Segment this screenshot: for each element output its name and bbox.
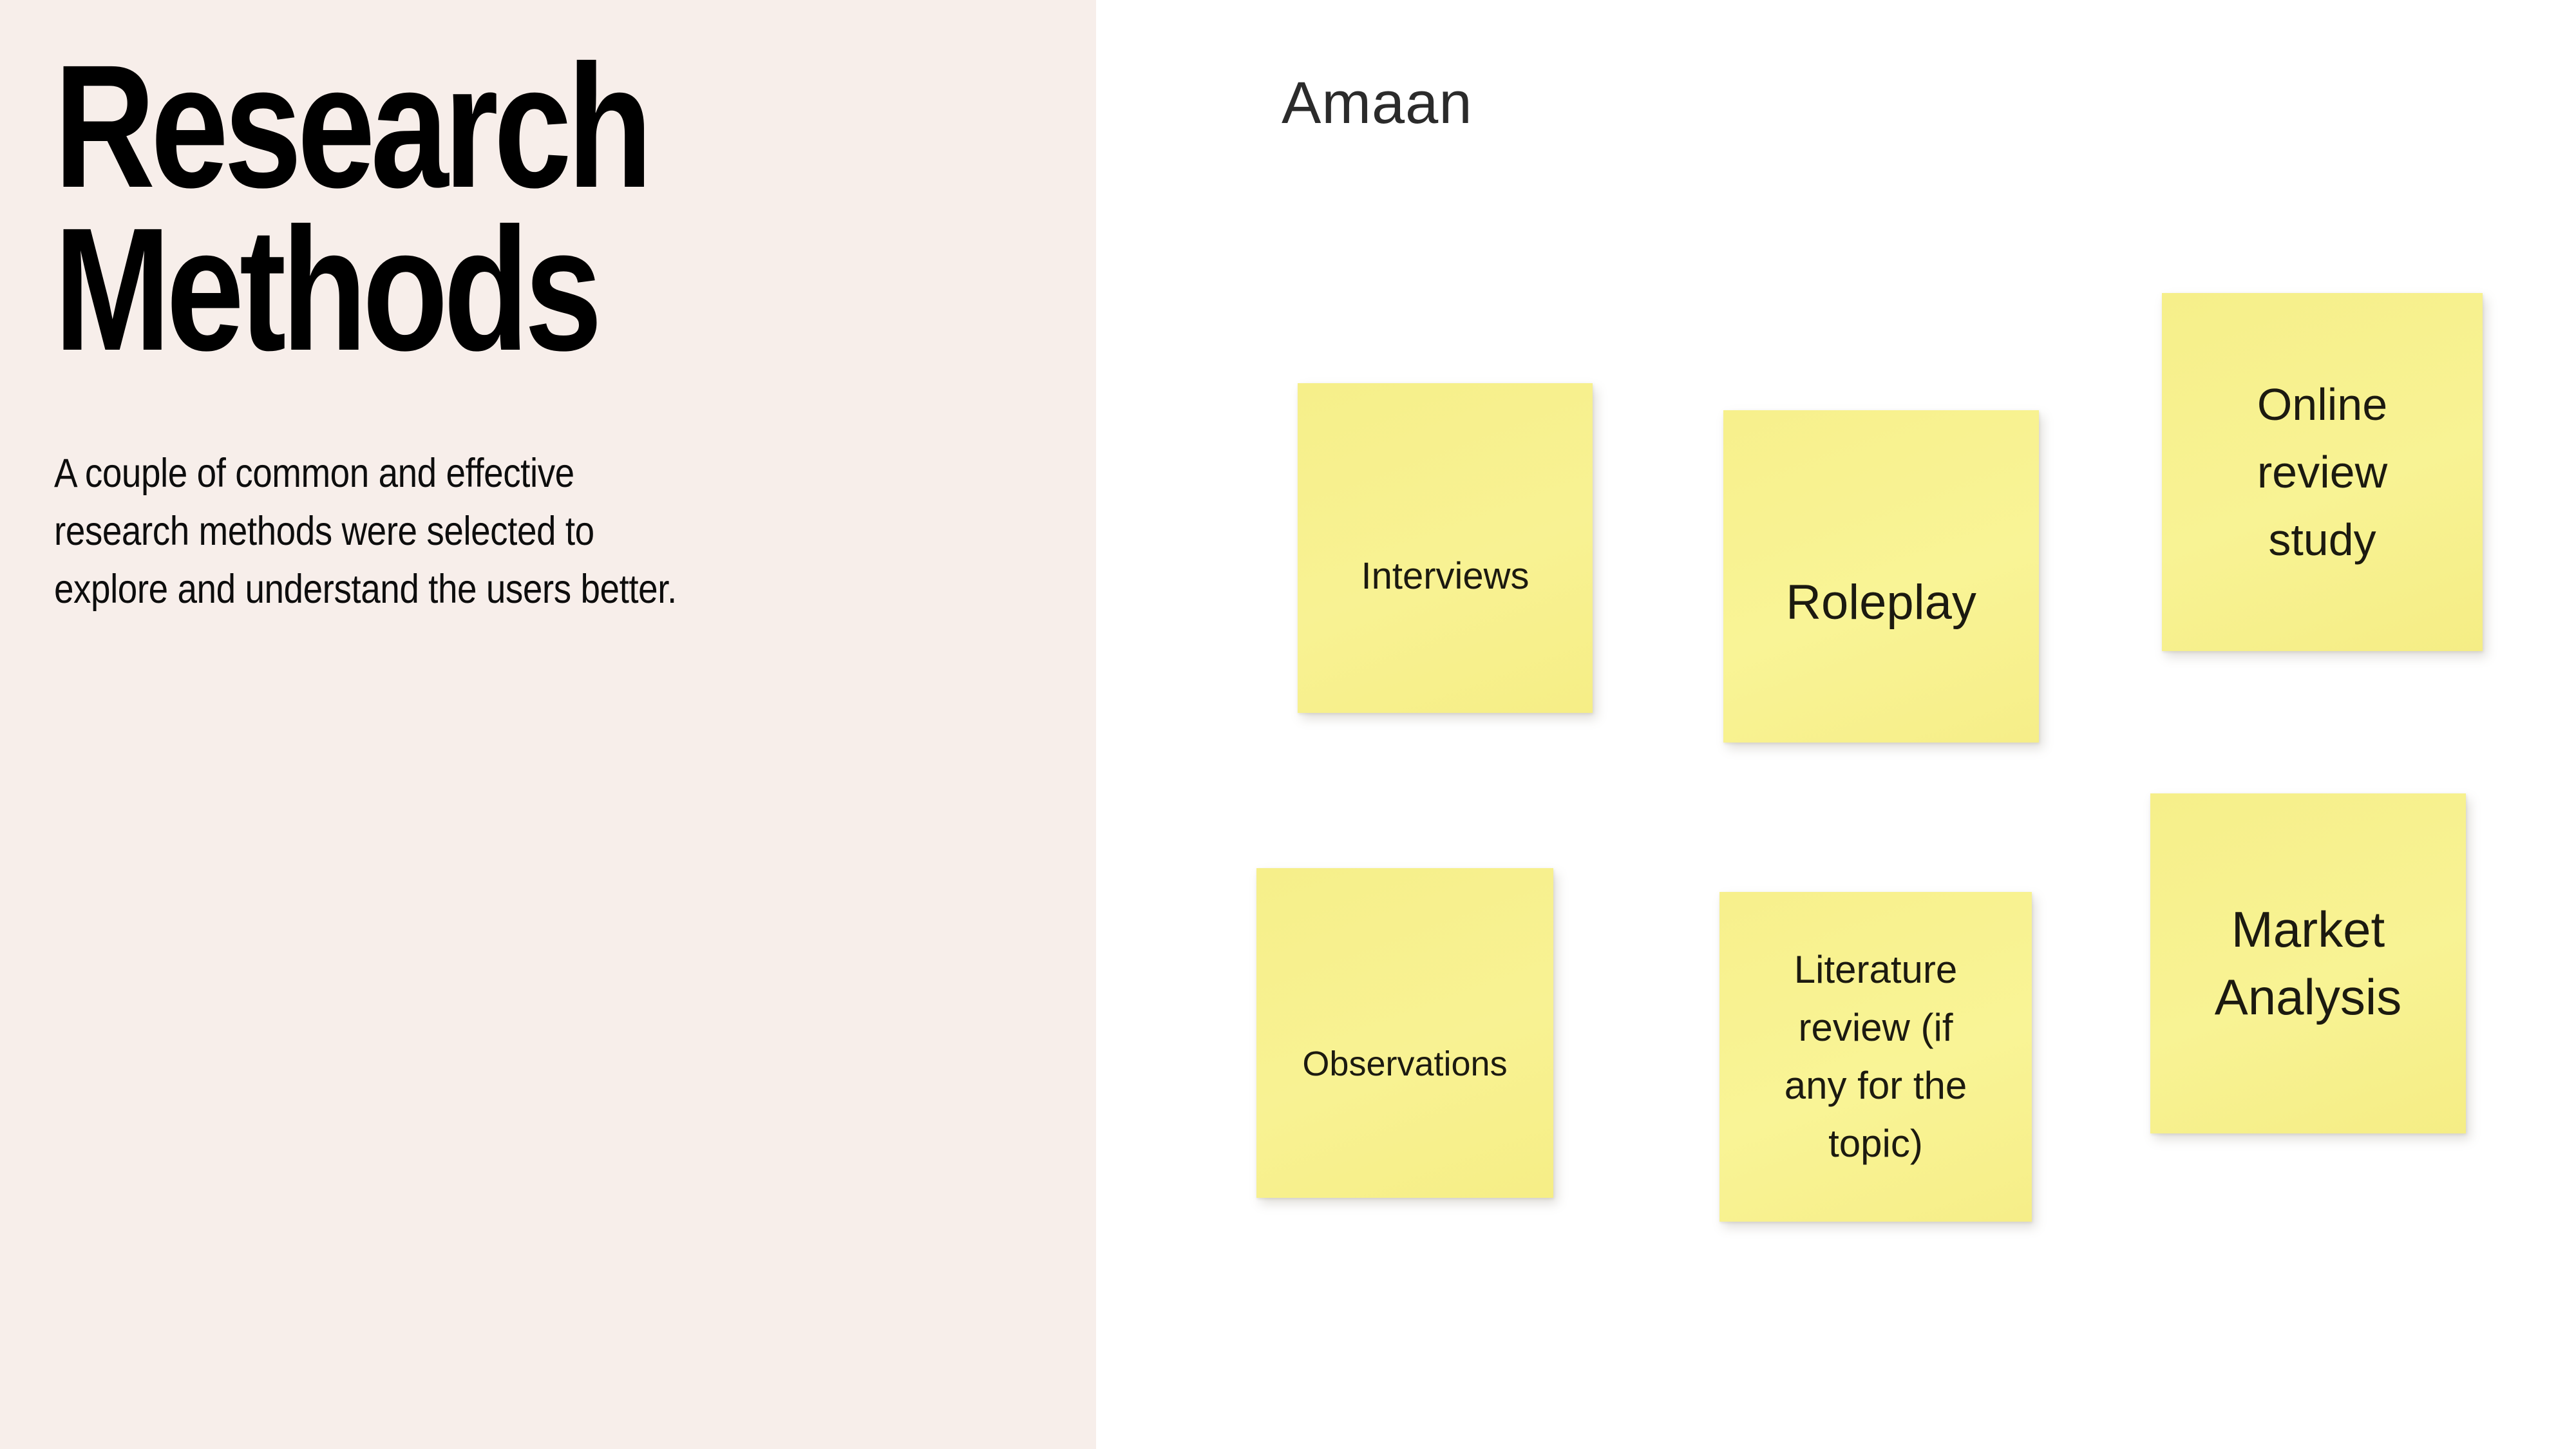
sticky-note-market-analysis-label: Market Analysis [2214,900,2402,1025]
sticky-note-roleplay[interactable]: Roleplay [1723,410,2039,743]
sticky-note-interviews[interactable]: Interviews [1298,383,1593,713]
sticky-note-literature-review[interactable]: Literature review (if any for the topic) [1719,892,2032,1222]
sticky-note-market-analysis[interactable]: Market Analysis [2150,793,2466,1133]
sticky-note-observations-label: Observations [1302,1044,1508,1083]
sticky-note-online-review-study-label: Online review study [2257,379,2388,565]
sticky-note-roleplay-label: Roleplay [1786,575,1976,630]
page-title: Research Methods [54,28,652,387]
sticky-note-literature-review-label: Literature review (if any for the topic) [1784,948,1967,1165]
sticky-note-interviews-label: Interviews [1361,555,1530,598]
sticky-note-online-review-study[interactable]: Online review study [2162,293,2483,651]
sticky-note-board: Amaan Interviews Roleplay Online review … [1096,0,2576,1449]
left-intro-panel: Research Methods A couple of common and … [0,0,1096,1449]
sticky-note-observations[interactable]: Observations [1256,868,1553,1198]
intro-paragraph: A couple of common and effective researc… [54,451,677,612]
board-author-label: Amaan [1282,70,1473,136]
